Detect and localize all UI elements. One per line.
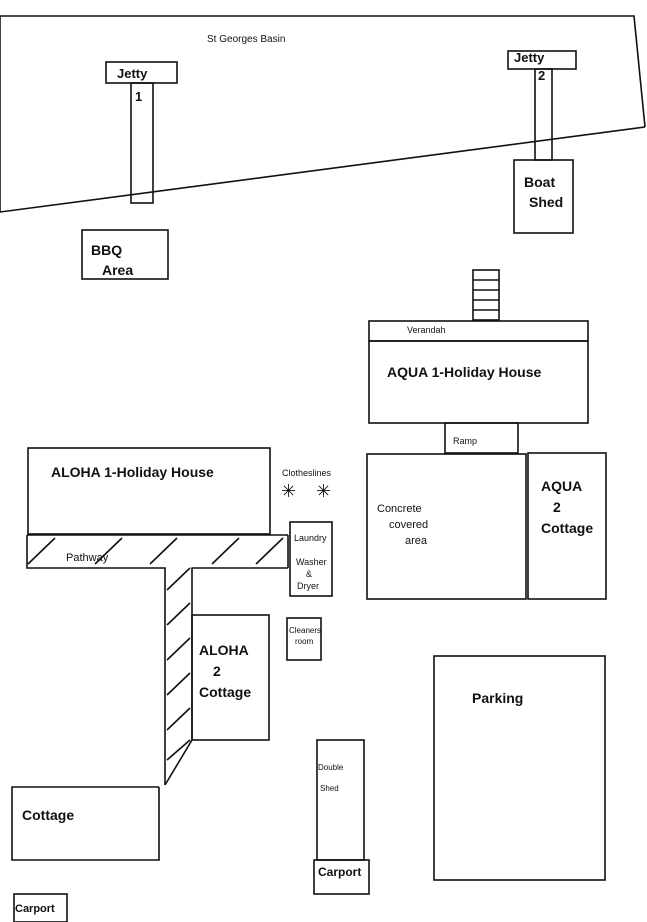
aloha-2-label-3: Cottage (199, 684, 252, 700)
parking-label: Parking (472, 690, 524, 706)
aqua-2-cottage (527, 452, 607, 600)
clothesline-icon: ✳ (281, 481, 297, 501)
concrete-label-1: Concrete (377, 503, 422, 515)
basin-title: St Georges Basin (207, 34, 286, 45)
jetty-2-label: Jetty (514, 50, 545, 65)
bbq-area (81, 229, 169, 280)
aqua-2-label-1: AQUA (541, 478, 583, 494)
basin-outline (0, 15, 646, 128)
jetty-1-label: Jetty (117, 66, 148, 81)
carport-right-label: Carport (318, 865, 362, 879)
aqua-2-label-2: 2 (553, 499, 561, 515)
stairs (472, 269, 500, 321)
aloha-1-house (27, 447, 271, 535)
aqua-1-label: AQUA 1-Holiday House (387, 364, 542, 380)
aloha-2-label-1: ALOHA (199, 642, 249, 658)
jetty-2-number: 2 (538, 68, 546, 83)
bbq-label-2: Area (102, 262, 134, 278)
bbq-label-1: BBQ (91, 242, 123, 258)
double-shed-label-1: Double (318, 763, 344, 772)
verandah-label: Verandah (407, 325, 446, 335)
parking (433, 655, 606, 881)
aqua-2-label-3: Cottage (541, 520, 594, 536)
cottage-label: Cottage (22, 807, 75, 823)
concrete-label-3: area (405, 535, 428, 547)
double-shed (316, 739, 365, 861)
jetty-1-walk (130, 82, 154, 204)
cleaners-room (286, 617, 322, 661)
concrete-label-2: covered (389, 519, 429, 531)
laundry-label-2: Washer (296, 557, 327, 567)
laundry-label-4: Dryer (297, 581, 319, 591)
double-shed-label-2: Shed (320, 784, 339, 793)
carport-right (313, 859, 370, 895)
laundry-label-3: & (306, 569, 313, 579)
clotheslines-label: Clotheslines (282, 468, 332, 478)
shoreline (0, 126, 646, 213)
ramp (444, 422, 519, 454)
aloha-1-label: ALOHA 1-Holiday House (51, 464, 214, 480)
jetty-1-number: 1 (135, 89, 143, 104)
ramp-label: Ramp (453, 436, 478, 446)
verandah (368, 320, 589, 342)
cleaners-label-1: Cleaners (289, 626, 322, 635)
carport-left (13, 893, 68, 922)
aqua-1-house (368, 340, 589, 424)
carport-left-label: Carport (15, 903, 55, 915)
aloha-2-label-2: 2 (213, 663, 221, 679)
boat-shed (513, 159, 574, 234)
pathway-label: Pathway (66, 552, 109, 564)
laundry (289, 521, 333, 597)
concrete-covered-area (366, 453, 527, 600)
boat-shed-label-1: Boat (524, 174, 556, 190)
clothesline-icon: ✳ (316, 481, 332, 501)
cottage (11, 786, 160, 861)
boat-shed-label-2: Shed (529, 194, 564, 210)
cleaners-label-2: room (295, 637, 314, 646)
aloha-2-cottage (191, 614, 270, 741)
laundry-label-1: Laundry (294, 533, 327, 543)
